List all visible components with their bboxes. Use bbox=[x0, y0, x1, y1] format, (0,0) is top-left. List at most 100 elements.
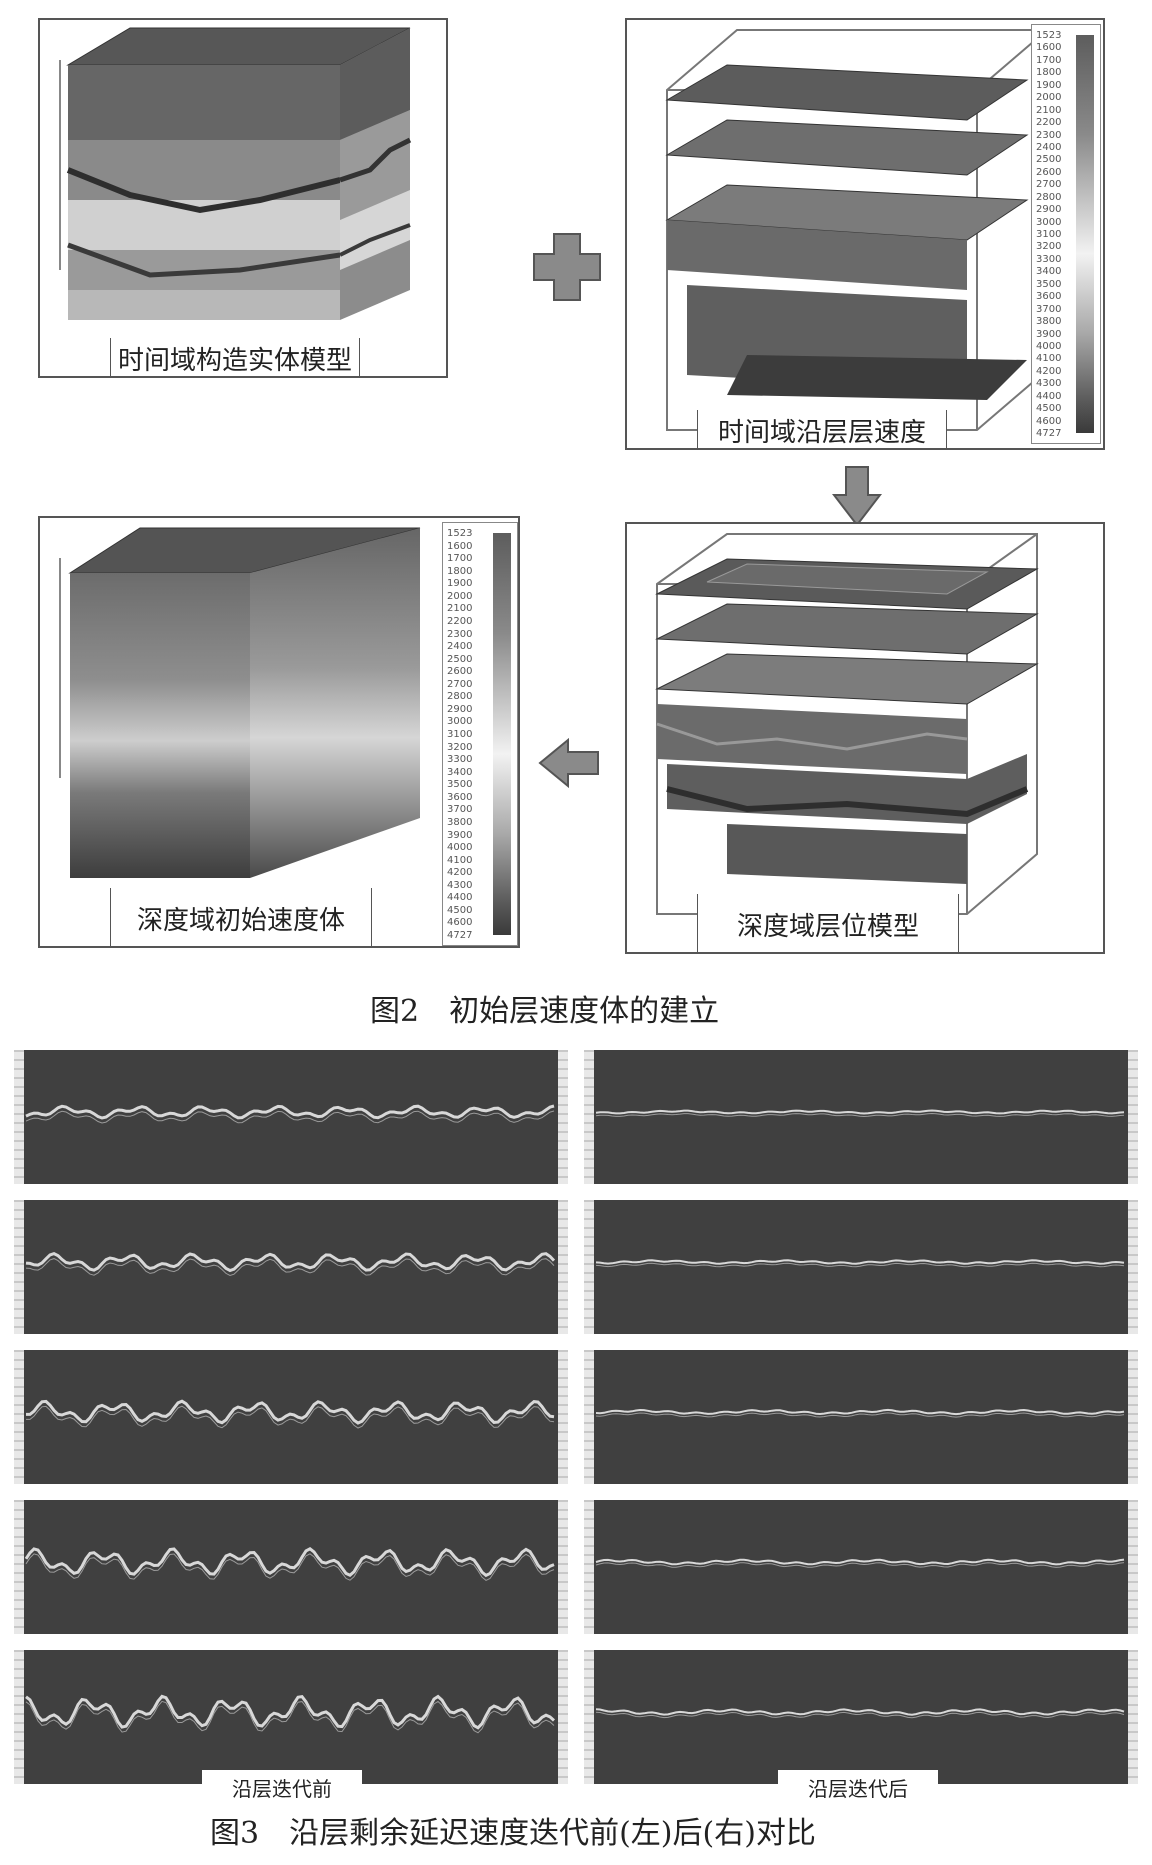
colorbar-tick-label: 2400 bbox=[1036, 141, 1062, 153]
colorbar-tick-label: 2800 bbox=[1036, 191, 1062, 203]
colorbar-tick-label: 3700 bbox=[447, 804, 473, 816]
residual-delay-strip bbox=[584, 1500, 1138, 1634]
strip-ruler bbox=[14, 1350, 24, 1484]
colorbar-tick-label: 3600 bbox=[447, 791, 473, 803]
colorbar-tick-label: 2400 bbox=[447, 641, 473, 653]
figure-2-caption: 图2 初始层速度体的建立 bbox=[370, 994, 720, 1029]
colorbar-tick-label: 3800 bbox=[447, 816, 473, 828]
colorbar-tick-label: 1700 bbox=[447, 553, 473, 565]
label-before-iteration: 沿层迭代前 bbox=[202, 1770, 362, 1804]
colorbar-tick-label: 1523 bbox=[447, 528, 473, 539]
figure-3 bbox=[0, 1050, 1152, 1810]
colorbar-tick-label: 4600 bbox=[447, 917, 473, 929]
residual-delay-strip bbox=[14, 1500, 568, 1634]
strip-ruler bbox=[584, 1650, 594, 1784]
colorbar-tick-label: 2100 bbox=[447, 603, 473, 615]
colorbar-tick-label: 2800 bbox=[447, 691, 473, 703]
colorbar-tick-label: 3000 bbox=[447, 716, 473, 728]
panel-caption: 深度域层位模型 bbox=[736, 912, 919, 942]
colorbar-tick-label: 2200 bbox=[447, 615, 473, 627]
colorbar-tick-label: 4200 bbox=[447, 867, 473, 879]
colorbar-tick-label: 4500 bbox=[1036, 403, 1062, 415]
colorbar-tick-label: 2300 bbox=[1036, 129, 1062, 141]
cube-structure-render bbox=[59, 27, 412, 320]
strip-ruler bbox=[584, 1050, 594, 1184]
colorbar-tick-label: 2900 bbox=[1036, 204, 1062, 216]
residual-delay-strip bbox=[584, 1200, 1138, 1334]
colorbar-tick-label: 3300 bbox=[447, 754, 473, 766]
event-trace bbox=[24, 1547, 555, 1581]
residual-delay-strip bbox=[584, 1350, 1138, 1484]
strip-ruler bbox=[1128, 1350, 1138, 1484]
colorbar-tick-label: 1700 bbox=[1036, 54, 1062, 66]
down-arrow-icon bbox=[832, 466, 882, 527]
colorbar-tick-label: 2500 bbox=[1036, 154, 1062, 166]
caption-box: 深度域初始速度体 bbox=[110, 888, 372, 946]
strip-ruler bbox=[1128, 1200, 1138, 1334]
strip-ruler bbox=[558, 1650, 568, 1784]
event-trace bbox=[25, 1251, 556, 1277]
colorbar-tick-label: 3200 bbox=[447, 741, 473, 753]
strip-ruler bbox=[14, 1500, 24, 1634]
strip-ruler bbox=[584, 1500, 594, 1634]
colorbar-tick-label: 4300 bbox=[447, 879, 473, 891]
colorbar-tick-label: 1600 bbox=[447, 540, 473, 552]
panel-depth-horizon-model: 深度域层位模型 bbox=[625, 522, 1105, 954]
colorbar-tick-label: 3400 bbox=[1036, 266, 1062, 278]
colorbar-tick-label: 3600 bbox=[1036, 291, 1062, 303]
label-after-iteration: 沿层迭代后 bbox=[778, 1770, 938, 1804]
colorbar-tick-label: 2600 bbox=[447, 666, 473, 678]
velocity-cube-render bbox=[59, 527, 421, 878]
colorbar-tick-label: 4600 bbox=[1036, 415, 1062, 427]
horizon-model-render bbox=[655, 533, 1039, 915]
strip-ruler bbox=[14, 1200, 24, 1334]
colorbar-tick-label: 4400 bbox=[447, 892, 473, 904]
colorbar-tick-label: 3800 bbox=[1036, 316, 1062, 328]
panel-caption: 深度域初始速度体 bbox=[136, 906, 345, 936]
strip-ruler bbox=[558, 1050, 568, 1184]
strip-ruler bbox=[584, 1200, 594, 1334]
colorbar-tick-label: 4727 bbox=[447, 930, 473, 941]
colorbar-tick-label: 4727 bbox=[1036, 428, 1062, 439]
event-trace bbox=[595, 1109, 1125, 1118]
strip-ruler bbox=[558, 1500, 568, 1634]
colorbar-tick-label: 2200 bbox=[1036, 117, 1062, 129]
colorbar-tick-label: 2700 bbox=[447, 678, 473, 690]
strip-ruler bbox=[14, 1650, 24, 1784]
residual-delay-strip bbox=[14, 1650, 568, 1784]
colorbar-tick-label: 4000 bbox=[447, 842, 473, 854]
caption-box: 深度域层位模型 bbox=[697, 894, 959, 952]
residual-delay-strip bbox=[14, 1050, 568, 1184]
panel-caption: 时间域沿层层速度 bbox=[717, 418, 926, 448]
colorbar-tick-label: 3100 bbox=[1036, 229, 1062, 240]
colorbar-tick-label: 2700 bbox=[1036, 179, 1062, 191]
colorbar-tick-label: 3100 bbox=[447, 729, 473, 740]
strip-ruler bbox=[1128, 1050, 1138, 1184]
colorbar-tick-label: 4100 bbox=[1036, 353, 1062, 365]
event-trace bbox=[26, 1399, 555, 1429]
colorbar-tick-label: 1523 bbox=[1036, 30, 1062, 41]
colorbar-tick-label: 2300 bbox=[447, 628, 473, 640]
colorbar-tick-label: 4100 bbox=[447, 854, 473, 866]
colorbar-tick-label: 4000 bbox=[1036, 340, 1062, 352]
colorbar-tick-label: 3900 bbox=[1036, 328, 1062, 340]
colorbar-tick-label: 2100 bbox=[1036, 104, 1062, 116]
colorbar-tick-label: 4400 bbox=[1036, 390, 1062, 402]
residual-delay-strip bbox=[584, 1050, 1138, 1184]
colorbar-tick-label: 2500 bbox=[447, 653, 473, 665]
strip-ruler bbox=[558, 1350, 568, 1484]
strip-ruler bbox=[1128, 1650, 1138, 1784]
colorbar-tick-label: 3300 bbox=[1036, 253, 1062, 265]
residual-delay-strip bbox=[584, 1650, 1138, 1784]
colorbar-tick-label: 1900 bbox=[1036, 79, 1062, 91]
strip-ruler bbox=[558, 1200, 568, 1334]
event-trace bbox=[595, 1408, 1125, 1418]
colorbar-tick-label: 3700 bbox=[1036, 303, 1062, 315]
colorbar-tick-label: 3000 bbox=[1036, 216, 1062, 228]
colorbar-tick-label: 1800 bbox=[447, 565, 473, 577]
colorbar-tick-label: 3500 bbox=[447, 779, 473, 791]
colorbar-tick-label: 1600 bbox=[1036, 42, 1062, 54]
colorbar-tick-label: 3500 bbox=[1036, 278, 1062, 290]
